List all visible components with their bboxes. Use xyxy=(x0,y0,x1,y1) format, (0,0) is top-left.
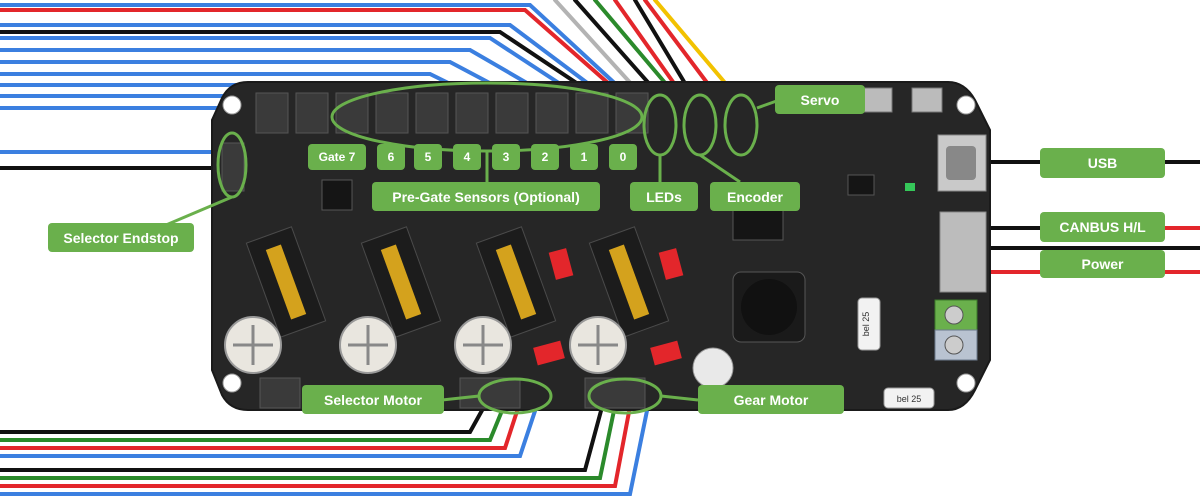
selector-motor-label: Selector Motor xyxy=(302,385,444,414)
gate-label-3: 3 xyxy=(492,144,520,170)
wire xyxy=(0,394,652,496)
gate-label-1: 1 xyxy=(570,144,598,170)
gate-label-4: 4 xyxy=(453,144,481,170)
gear-motor-label: Gear Motor xyxy=(698,385,844,414)
encoder-label: Encoder xyxy=(710,182,800,211)
gate-label-0: 0 xyxy=(609,144,637,170)
fuse-marking: bel 25 xyxy=(897,394,922,404)
callouts xyxy=(139,81,786,415)
wire xyxy=(0,394,607,472)
controller-board: bel 25 bel 25 xyxy=(211,81,991,411)
selector-endstop-label: Selector Endstop xyxy=(48,223,194,252)
pre-gate-sensors-label: Pre-Gate Sensors (Optional) xyxy=(372,182,600,211)
leds-label: LEDs xyxy=(630,182,698,211)
canbus-label: CANBUS H/L xyxy=(1040,212,1165,242)
usb-label: USB xyxy=(1040,148,1165,178)
fuse-marking: bel 25 xyxy=(861,312,871,337)
gate-label-2: 2 xyxy=(531,144,559,170)
servo-highlight xyxy=(723,93,759,157)
wire xyxy=(0,394,542,458)
gate-label-5: 5 xyxy=(414,144,442,170)
wire xyxy=(0,394,634,488)
wire xyxy=(0,394,619,480)
gate-label-6: 6 xyxy=(377,144,405,170)
power-label: Power xyxy=(1040,250,1165,278)
gate-label-7: Gate 7 xyxy=(308,144,366,170)
servo-label: Servo xyxy=(775,85,865,114)
